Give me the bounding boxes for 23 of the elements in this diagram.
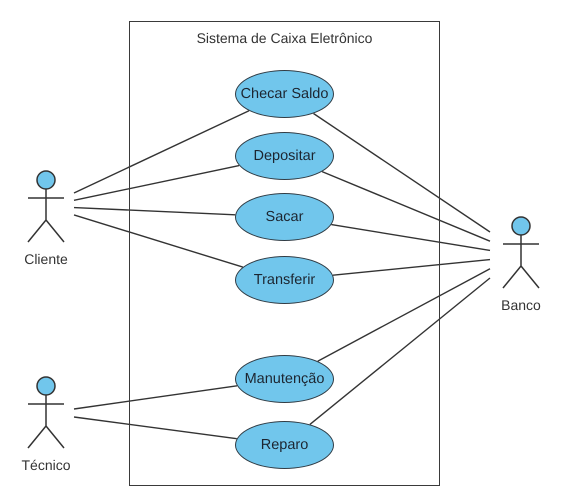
association-line: [74, 385, 238, 410]
association-line: [74, 214, 243, 268]
association-line: [74, 110, 250, 194]
use-case-ellipse: Transferir: [235, 256, 334, 304]
use-case-ellipse: Checar Saldo: [235, 70, 334, 118]
association-line: [74, 416, 237, 440]
use-case-ellipse: Depositar: [235, 132, 334, 180]
system-title: Sistema de Caixa Eletrônico: [196, 30, 372, 47]
association-line: [309, 277, 490, 425]
use-case-ellipse: Reparo: [235, 421, 334, 469]
use-case-ellipse: Sacar: [235, 193, 334, 241]
system-boundary: [129, 21, 440, 486]
association-line: [317, 268, 490, 362]
association-line: [74, 206, 236, 216]
actor-label: Banco: [501, 297, 541, 314]
actor-label: Técnico: [21, 457, 71, 474]
association-line: [313, 112, 490, 233]
actor-label: Cliente: [24, 251, 68, 268]
association-line: [331, 224, 490, 252]
association-line: [332, 258, 490, 276]
association-line: [322, 170, 490, 242]
use-case-ellipse: Manutenção: [235, 355, 334, 403]
association-line: [74, 164, 240, 201]
